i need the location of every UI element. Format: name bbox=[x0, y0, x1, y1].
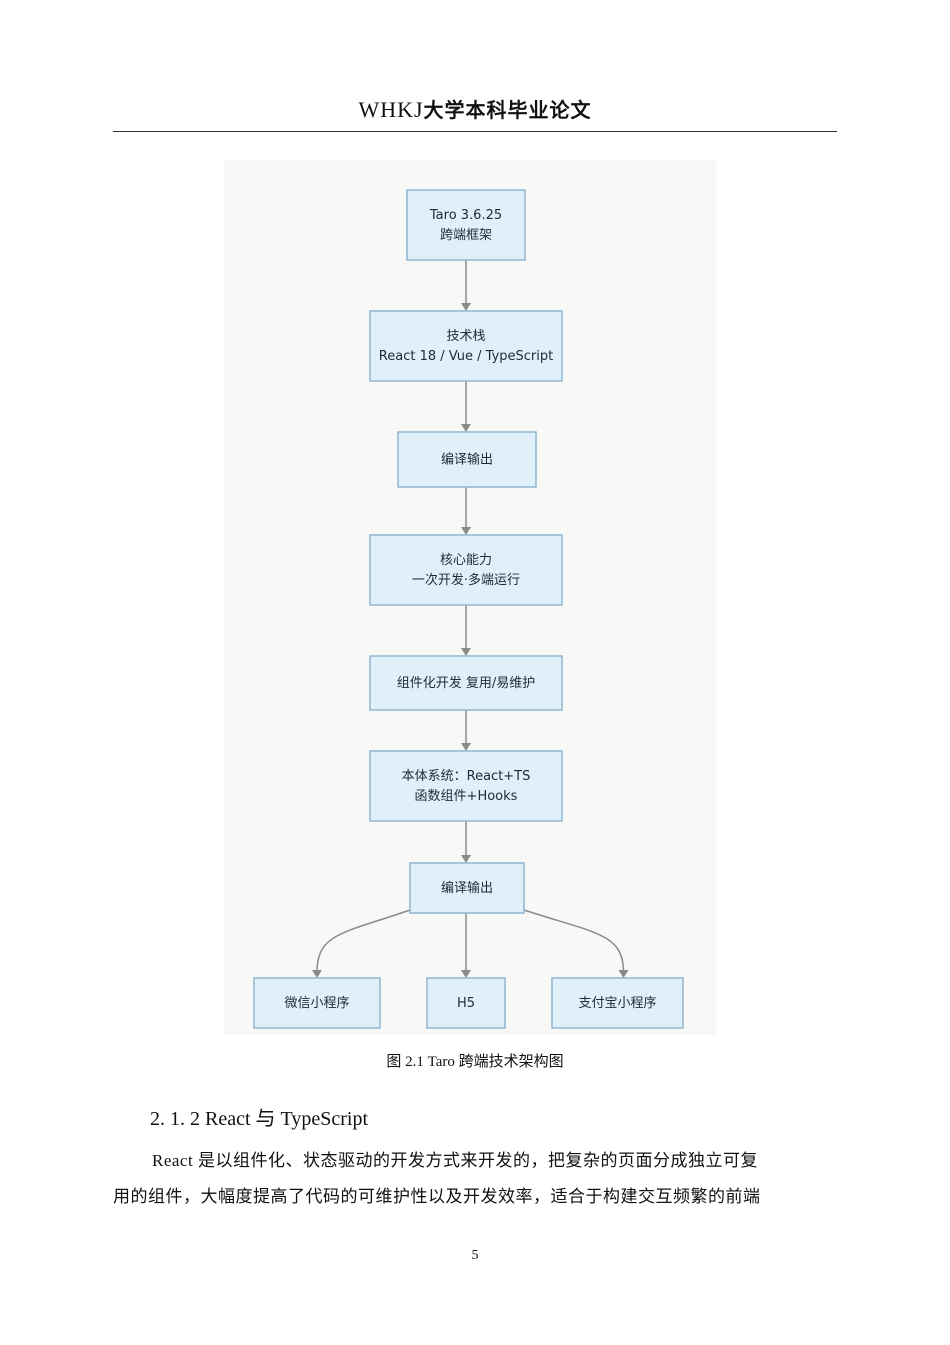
node-component: 组件化开发 复用/易维护 bbox=[369, 655, 563, 711]
arrow-system-compile2 bbox=[461, 855, 471, 863]
arrow-compile2-h5 bbox=[461, 970, 471, 978]
node-wechat: 微信小程序 bbox=[253, 977, 381, 1029]
node-system: 本体系统：React+TS 函数组件+Hooks bbox=[369, 750, 563, 822]
header-rule bbox=[113, 131, 837, 132]
architecture-figure: Taro 3.6.25 跨端框架技术栈 React 18 / Vue / TypeS… bbox=[224, 160, 716, 1035]
node-box-wechat bbox=[253, 977, 381, 1029]
arrow-compile1-core bbox=[461, 527, 471, 535]
node-box-alipay bbox=[551, 977, 684, 1029]
header-latin: WHKJ bbox=[358, 97, 424, 122]
page-number: 5 bbox=[471, 1248, 479, 1263]
edge-compile2-wechat bbox=[316, 909, 411, 973]
section-heading: 2. 1. 2 React 与 TypeScript bbox=[150, 1102, 368, 1131]
node-label-alipay-0: 支付宝小程序 bbox=[578, 996, 656, 1011]
node-label-taro-1: 跨端框架 bbox=[440, 228, 492, 243]
node-alipay: 支付宝小程序 bbox=[551, 977, 684, 1029]
node-label-stack-0: 技术栈 bbox=[446, 329, 485, 344]
body-paragraph-line-1: React 是以组件化、状态驱动的开发方式来开发的，把复杂的页面分成独立可复 bbox=[152, 1151, 758, 1170]
node-box-h5 bbox=[426, 977, 506, 1029]
arrow-stack-compile1 bbox=[461, 424, 471, 432]
node-stack: 技术栈 React 18 / Vue / TypeScript bbox=[369, 310, 563, 382]
node-compile2: 编译输出 bbox=[409, 862, 525, 914]
node-h5: H5 bbox=[426, 977, 506, 1029]
edge-compile2-alipay bbox=[523, 909, 625, 973]
node-label-h5-0: H5 bbox=[457, 996, 475, 1011]
node-label-system-0: 本体系统：React+TS bbox=[402, 769, 531, 784]
node-label-stack-1: React 18 / Vue / TypeScript bbox=[379, 349, 553, 364]
figure-caption: 图 2.1 Taro 跨端技术架构图 bbox=[386, 1054, 564, 1070]
arrow-component-system bbox=[461, 743, 471, 751]
node-label-taro-0: Taro 3.6.25 bbox=[429, 208, 502, 223]
node-box-taro bbox=[406, 189, 526, 261]
node-label-compile2-0: 编译输出 bbox=[441, 880, 493, 896]
node-label-compile1-0: 编译输出 bbox=[441, 452, 493, 468]
arrow-compile2-alipay bbox=[618, 970, 629, 978]
node-label-core-1: 一次开发·多端运行 bbox=[412, 572, 520, 588]
node-compile1: 编译输出 bbox=[397, 431, 537, 488]
node-box-compile2 bbox=[409, 862, 525, 914]
node-box-system bbox=[369, 750, 563, 822]
arrow-taro-stack bbox=[461, 303, 471, 311]
node-label-wechat-0: 微信小程序 bbox=[284, 996, 349, 1011]
body-paragraph-line-2: 用的组件，大幅度提高了代码的可维护性以及开发效率，适合于构建交互频繁的前端 bbox=[113, 1187, 761, 1206]
arrow-core-component bbox=[461, 648, 471, 656]
node-box-compile1 bbox=[397, 431, 537, 488]
running-header: WHKJ大学本科毕业论文 bbox=[0, 94, 950, 123]
header-cjk: 大学本科毕业论文 bbox=[423, 98, 592, 122]
node-label-component-0: 组件化开发 复用/易维护 bbox=[397, 675, 536, 691]
node-taro: Taro 3.6.25 跨端框架 bbox=[406, 189, 526, 261]
node-box-component bbox=[369, 655, 563, 711]
node-box-core bbox=[369, 534, 563, 606]
section-title-rest: TypeScript bbox=[280, 1108, 369, 1130]
arrow-compile2-wechat bbox=[312, 970, 322, 978]
section-connector: 与 bbox=[255, 1106, 276, 1130]
section-number-title: 2. 1. 2 React bbox=[150, 1108, 251, 1130]
node-box-stack bbox=[369, 310, 563, 382]
node-label-system-1: 函数组件+Hooks bbox=[415, 789, 518, 804]
node-label-core-0: 核心能力 bbox=[440, 553, 492, 568]
